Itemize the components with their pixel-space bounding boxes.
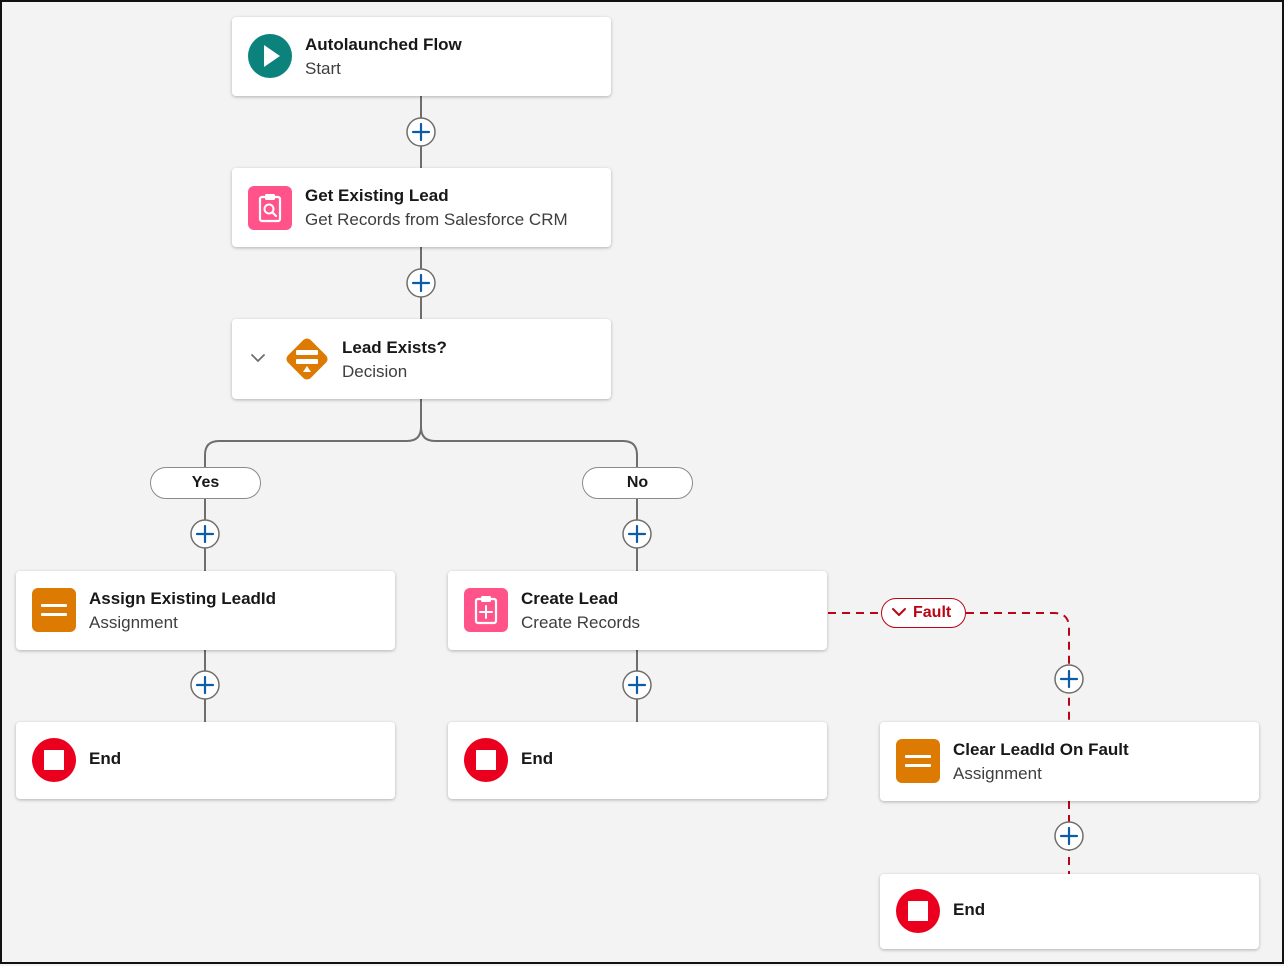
add-element-button[interactable]: [190, 670, 220, 700]
node-subtitle: Assignment: [953, 764, 1042, 783]
node-subtitle: Assignment: [89, 613, 178, 632]
node-title: Assign Existing LeadId: [89, 589, 277, 608]
decision-icon: [286, 338, 328, 380]
node-subtitle: Decision: [342, 362, 408, 381]
outcome-no-label[interactable]: No: [582, 467, 693, 499]
node-title: Autolaunched Flow: [305, 35, 462, 54]
start-node[interactable]: Autolaunched Flow Start: [232, 17, 611, 96]
chevron-down-icon[interactable]: [250, 353, 266, 365]
add-element-button[interactable]: [1054, 664, 1084, 694]
node-title: Clear LeadId On Fault: [953, 740, 1129, 759]
end-node[interactable]: End: [16, 722, 395, 799]
stop-icon: [464, 738, 508, 782]
node-subtitle: Create Records: [521, 613, 641, 632]
fault-label: Fault: [913, 604, 952, 621]
node-title: End: [89, 749, 122, 768]
get-records-node[interactable]: Get Existing Lead Get Records from Sales…: [232, 168, 611, 247]
end-node[interactable]: End: [880, 874, 1259, 949]
add-element-button[interactable]: [190, 519, 220, 549]
node-subtitle: Start: [305, 59, 341, 78]
assignment-icon: [32, 588, 76, 632]
add-element-button[interactable]: [622, 670, 652, 700]
node-title: Create Lead: [521, 589, 619, 608]
add-element-button[interactable]: [406, 268, 436, 298]
decision-node[interactable]: Lead Exists? Decision: [232, 319, 611, 399]
assignment-icon: [896, 739, 940, 783]
node-title: Lead Exists?: [342, 338, 447, 357]
stop-icon: [896, 889, 940, 933]
create-records-icon: [464, 588, 508, 632]
add-element-button[interactable]: [622, 519, 652, 549]
node-title: End: [521, 749, 554, 768]
add-element-button[interactable]: [406, 117, 436, 147]
assign-existing-node[interactable]: Assign Existing LeadId Assignment: [16, 571, 395, 650]
play-icon: [248, 34, 292, 78]
node-title: Get Existing Lead: [305, 186, 449, 205]
outcome-yes-label[interactable]: Yes: [150, 467, 261, 499]
chevron-down-icon: [892, 608, 906, 616]
create-lead-node[interactable]: Create Lead Create Records: [448, 571, 827, 650]
get-records-icon: [248, 186, 292, 230]
clear-on-fault-node[interactable]: Clear LeadId On Fault Assignment: [880, 722, 1259, 801]
node-subtitle: Get Records from Salesforce CRM: [305, 210, 568, 229]
node-title: End: [953, 900, 986, 919]
fault-path-label[interactable]: Fault: [881, 598, 966, 628]
add-element-button[interactable]: [1054, 821, 1084, 851]
end-node[interactable]: End: [448, 722, 827, 799]
stop-icon: [32, 738, 76, 782]
